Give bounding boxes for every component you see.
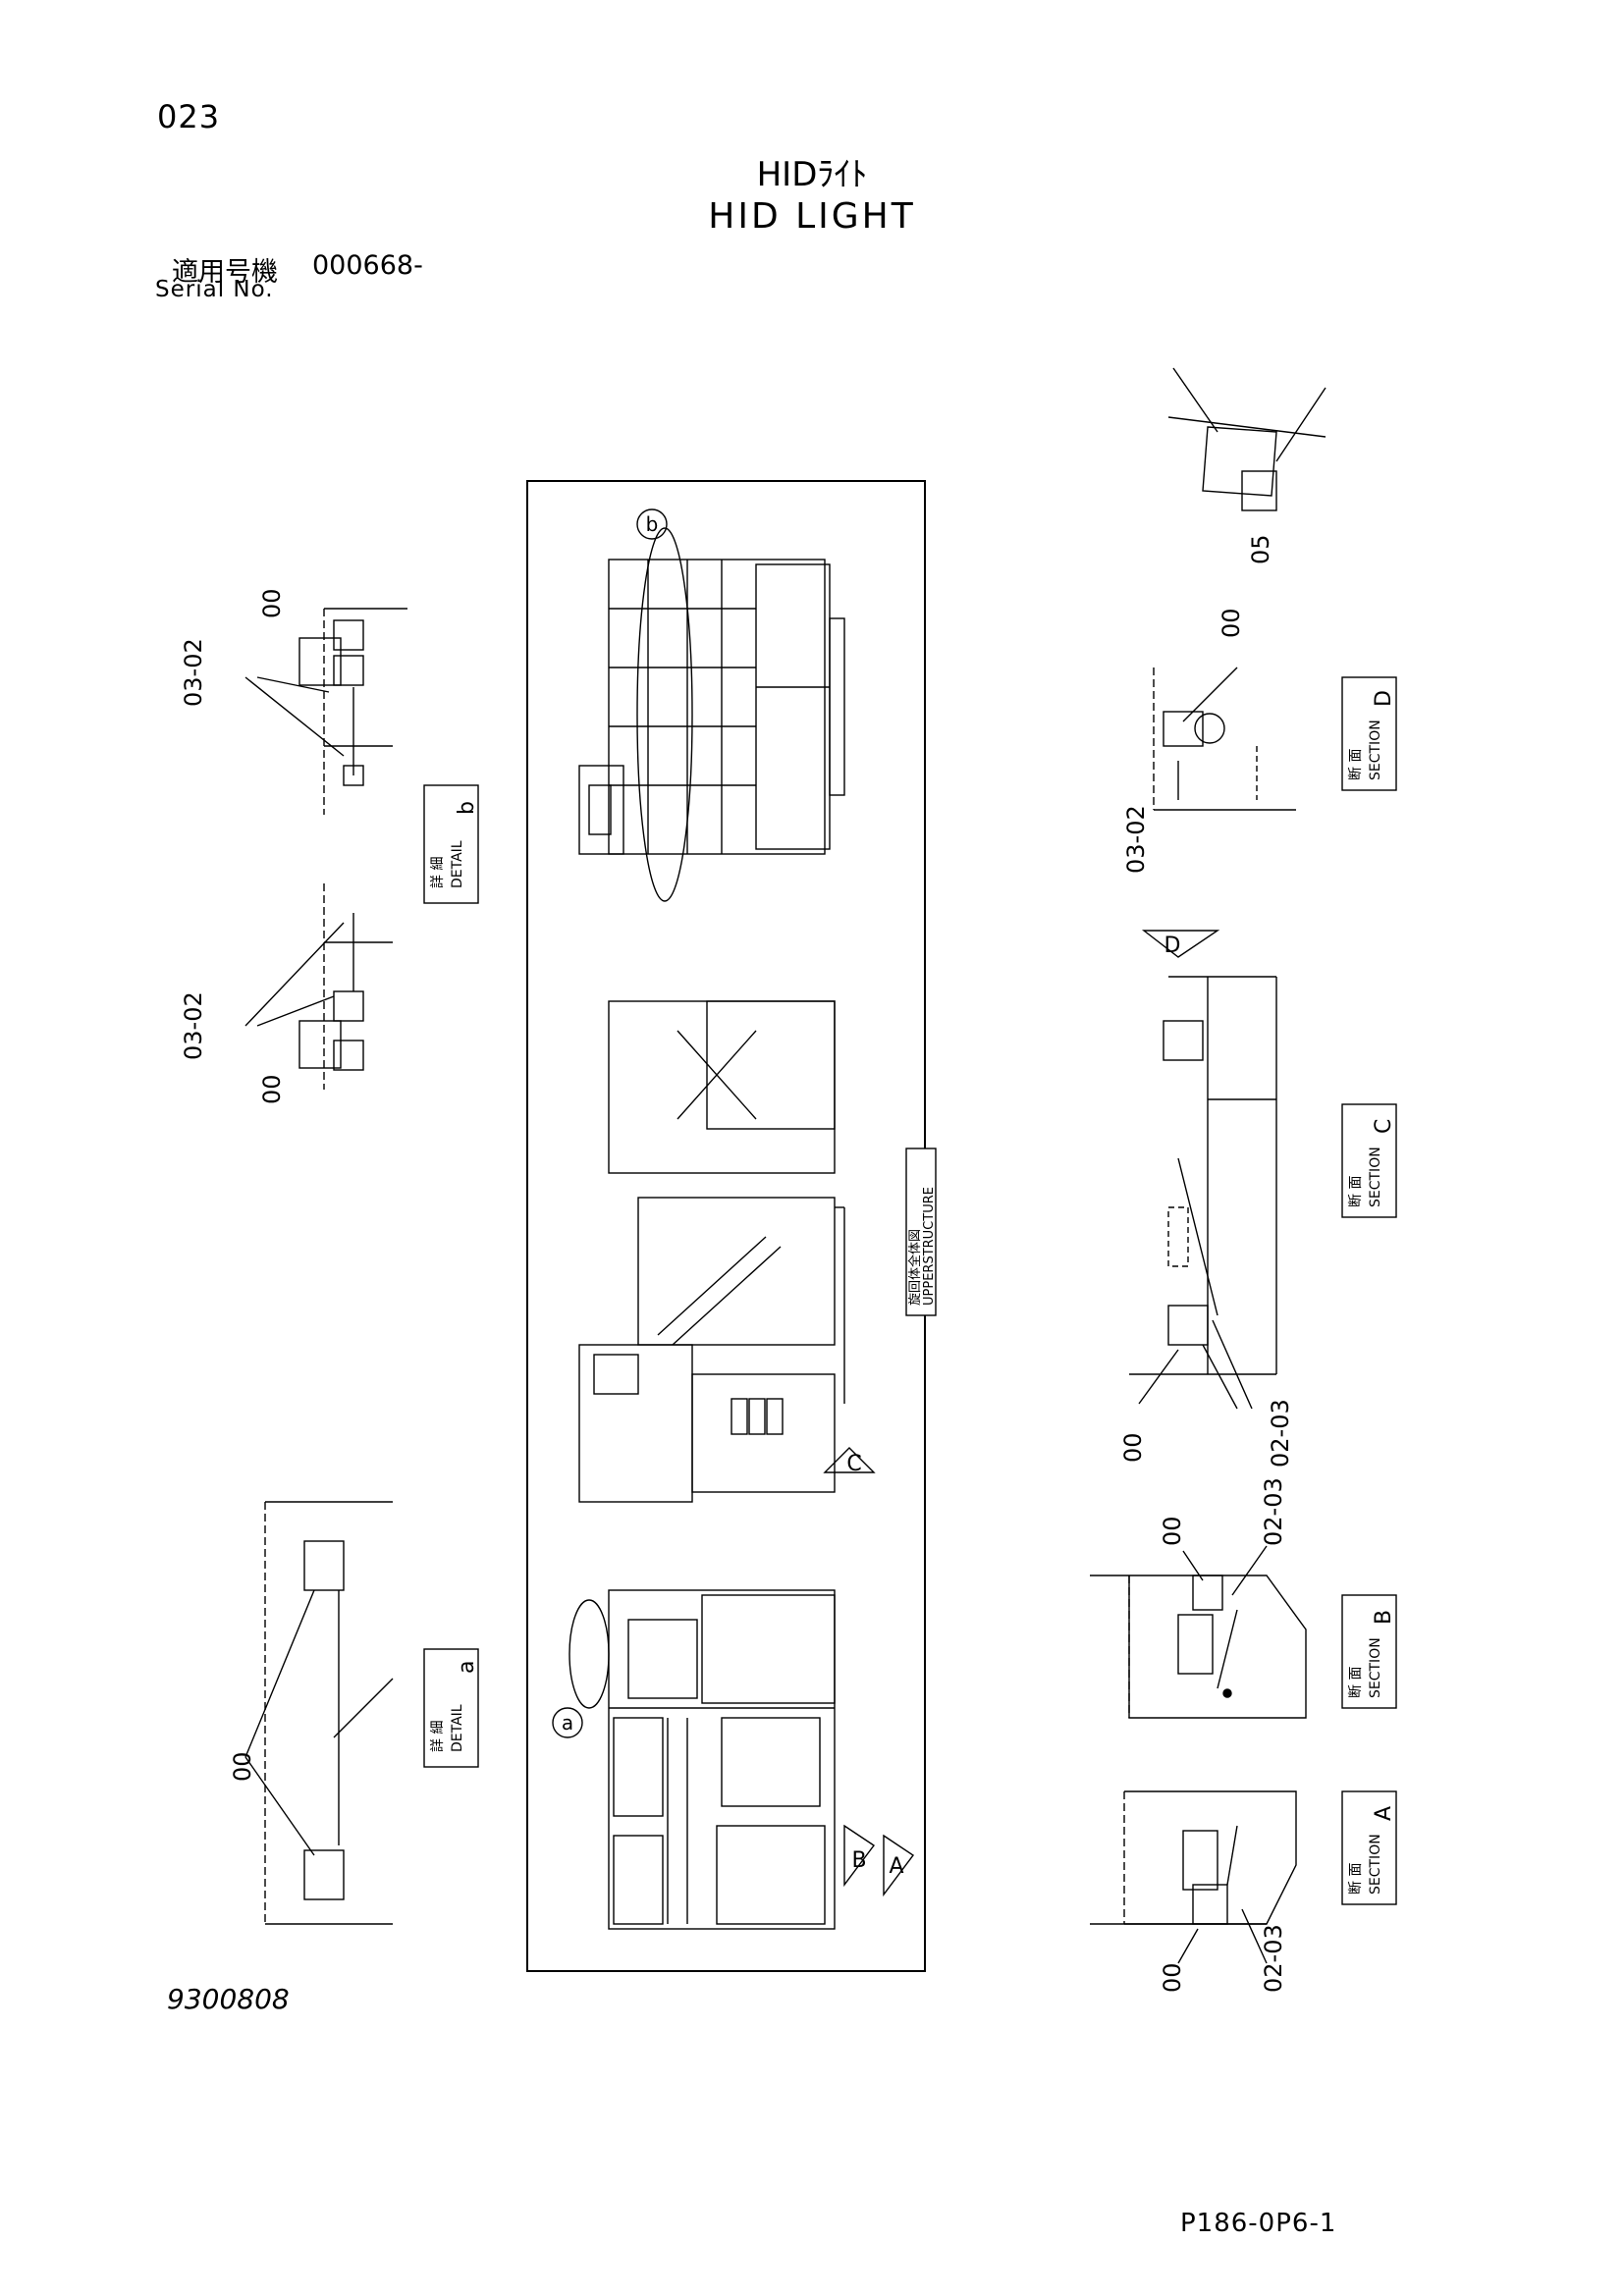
title-japanese: HIDﾗｲﾄ: [756, 155, 868, 194]
part-label-00: 00: [258, 588, 286, 618]
serial-label-english: Serial No.: [155, 277, 274, 302]
part-label-03-02: 03-02: [1122, 805, 1150, 874]
part-label-03-02: 03-02: [180, 638, 207, 707]
section-a-label-en: SECTION: [1368, 1834, 1383, 1895]
section-b-label-en: SECTION: [1368, 1637, 1383, 1698]
lamp-mount-view: [1167, 367, 1326, 511]
upperstructure-middle-view: [578, 1000, 845, 1503]
part-label-03-02: 03-02: [180, 991, 207, 1060]
detail-b-label-ja: 詳 細: [430, 857, 446, 888]
view-marker-D: D: [1164, 934, 1181, 958]
section-a-label-ja: 断 面: [1348, 1863, 1364, 1895]
view-marker-B: B: [851, 1848, 866, 1873]
section-c-letter: C: [1372, 1119, 1396, 1134]
document-number: 9300808: [167, 1983, 290, 2015]
view-marker-ab-arrows: [843, 1824, 915, 1897]
section-b-letter: B: [1372, 1610, 1396, 1625]
section-a-letter: A: [1372, 1806, 1396, 1821]
part-label-05: 05: [1247, 534, 1274, 564]
detail-b-view: [244, 608, 407, 1090]
view-marker-d-arrow: [1141, 930, 1220, 958]
page-number: 023: [157, 98, 221, 135]
section-c-view: [1129, 976, 1277, 1410]
page-reference: P186-0P6-1: [1180, 2209, 1337, 2238]
detail-b-letter: b: [455, 801, 479, 815]
section-d-label-en: SECTION: [1368, 720, 1383, 780]
view-marker-b: b: [646, 512, 659, 536]
part-label-00: 00: [1218, 608, 1245, 638]
detail-a-view: [244, 1501, 394, 1925]
section-c-label-en: SECTION: [1368, 1147, 1383, 1207]
section-b-label-ja: 断 面: [1348, 1667, 1364, 1698]
part-label-02-03: 02-03: [1267, 1399, 1294, 1468]
detail-a-label-en: DETAIL: [450, 1704, 465, 1752]
section-d-letter: D: [1372, 690, 1396, 707]
upperstructure-bottom-view: [552, 1589, 836, 1930]
serial-label-japanese: 適用号機: [172, 257, 278, 288]
title-english: HID LIGHT: [708, 196, 916, 237]
upperstructure-label-en: UPPERSTRUCTURE: [922, 1187, 937, 1306]
serial-value: 000668-: [312, 250, 423, 281]
part-label-00: 00: [1119, 1432, 1147, 1463]
upperstructure-top-view: [578, 508, 845, 902]
section-d-view: [1153, 667, 1296, 811]
detail-a-label-ja: 詳 細: [430, 1721, 446, 1752]
part-label-00: 00: [229, 1751, 256, 1782]
upperstructure-view: b C: [526, 480, 937, 1972]
detail-a-letter: a: [455, 1661, 479, 1674]
detail-b-label-en: DETAIL: [450, 840, 465, 888]
section-d-label-ja: 断 面: [1348, 749, 1364, 780]
part-label-00: 00: [1159, 1516, 1186, 1546]
section-c-label-ja: 断 面: [1348, 1176, 1364, 1207]
view-marker-a: a: [562, 1711, 573, 1735]
view-marker-C: C: [846, 1452, 861, 1476]
part-label-00: 00: [258, 1074, 286, 1104]
part-label-00: 00: [1159, 1962, 1186, 1993]
view-marker-A: A: [889, 1854, 903, 1879]
view-marker-c-arrow: [823, 1447, 876, 1473]
upperstructure-label-ja: 旋回体全体図: [907, 1229, 923, 1306]
part-label-02-03: 02-03: [1260, 1924, 1287, 1993]
part-label-02-03: 02-03: [1260, 1477, 1287, 1546]
section-a-view: [1090, 1790, 1297, 1964]
section-b-view: [1090, 1545, 1307, 1719]
